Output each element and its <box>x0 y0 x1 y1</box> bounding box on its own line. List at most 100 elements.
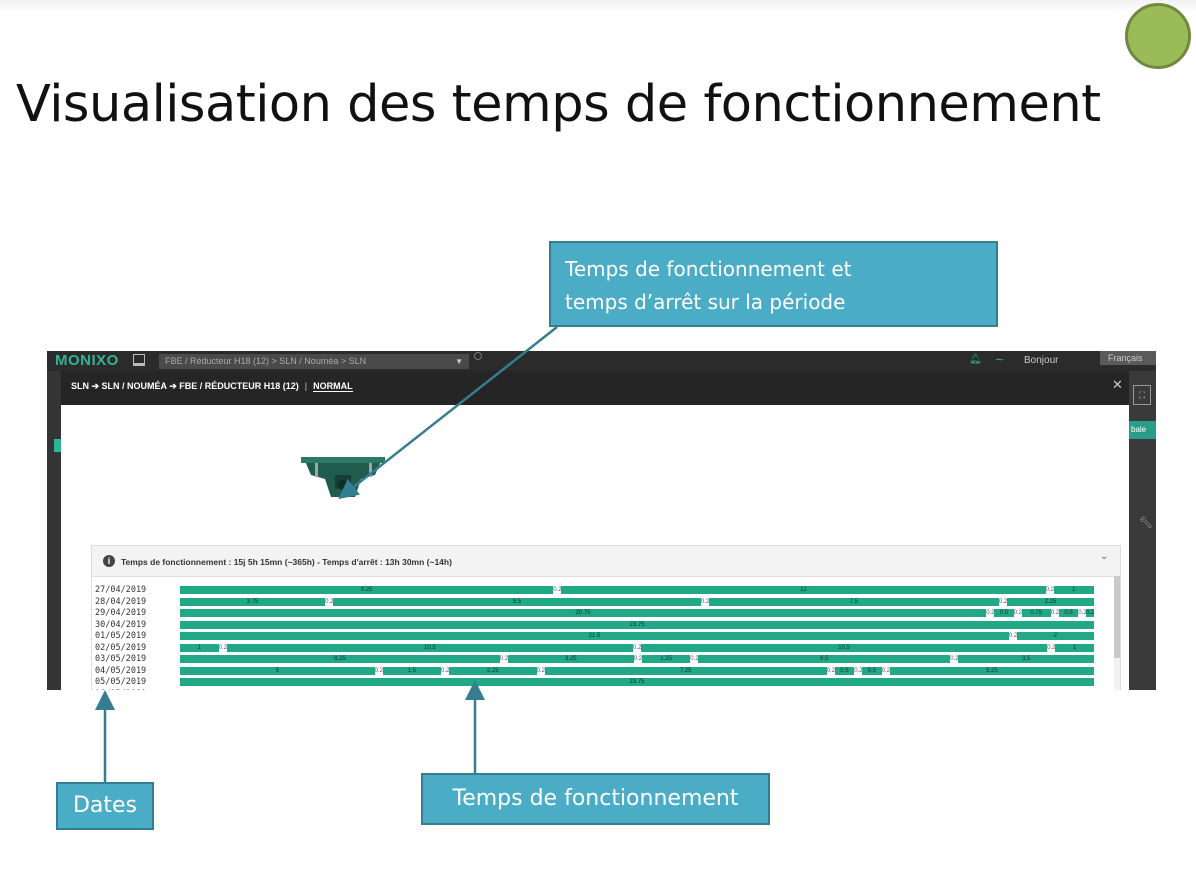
stop-segment[interactable]: 0.2 <box>499 655 508 663</box>
running-segment[interactable]: 9.25 <box>180 586 554 594</box>
slide-top-band <box>0 0 1196 14</box>
callout-operating-time: Temps de fonctionnement <box>421 773 770 825</box>
timeline-track: 0.750.25.50.20.50.26.250.25.750.20.50.23 <box>180 689 1094 690</box>
running-segment[interactable]: 0.5 <box>994 609 1014 617</box>
running-segment[interactable]: 10.5 <box>226 643 633 652</box>
running-segment[interactable]: 5 <box>180 666 375 675</box>
app-top-bar: MONIXO FBE / Réducteur H18 (12) > SLN / … <box>47 351 1156 371</box>
stop-segment[interactable]: 0.2 <box>1050 609 1059 617</box>
running-segment[interactable]: 9.5 <box>333 597 701 606</box>
stop-segment[interactable]: 0.2 <box>431 689 440 690</box>
stop-segment[interactable]: 0.2 <box>325 597 334 606</box>
sidebar-tab[interactable] <box>54 439 61 452</box>
stop-segment[interactable]: 0.2 <box>969 689 978 690</box>
greeting[interactable]: Bonjour <box>1024 355 1059 366</box>
stop-segment[interactable]: 0.2 <box>998 597 1007 606</box>
running-segment[interactable]: 0.5 <box>949 689 970 690</box>
status-badge[interactable]: NORMAL <box>313 381 353 392</box>
running-segment[interactable]: 12 <box>561 586 1046 594</box>
fullscreen-icon[interactable]: ⛶ <box>1133 385 1151 405</box>
stop-segment[interactable]: 0.2 <box>1078 609 1087 617</box>
running-segment[interactable]: 0.2 <box>1086 609 1094 617</box>
running-segment[interactable]: 7.5 <box>708 597 999 606</box>
running-segment[interactable]: 5.25 <box>889 666 1094 675</box>
stop-segment[interactable]: 0.2 <box>941 689 950 690</box>
stop-segment[interactable]: 0.2 <box>633 655 642 663</box>
stop-segment[interactable]: 0.2 <box>374 666 383 675</box>
running-segment[interactable]: 0.5 <box>439 689 459 690</box>
stop-segment[interactable]: 0.2 <box>950 655 959 663</box>
running-segment[interactable]: 0.5 <box>1058 609 1079 617</box>
language-select[interactable]: Français <box>1100 351 1156 365</box>
running-segment[interactable]: 10.5 <box>641 643 1048 652</box>
stop-segment[interactable]: 0.2 <box>854 666 863 675</box>
caret-down-icon: ▼ <box>455 357 463 366</box>
running-segment[interactable]: 3.75 <box>180 597 326 606</box>
stop-segment[interactable]: 0.2 <box>826 666 835 675</box>
running-segment[interactable]: 3.25 <box>507 655 634 663</box>
operating-time-panel: i Temps de fonctionnement : 15j 5h 15mn … <box>91 545 1121 690</box>
running-segment[interactable]: 7.25 <box>544 666 827 675</box>
stop-segment[interactable]: 0.2 <box>700 597 709 606</box>
chevron-down-icon[interactable]: ⌄ <box>1100 551 1109 562</box>
running-segment[interactable]: 0.75 <box>180 689 210 690</box>
bell-icon[interactable]: 🔔︎ <box>969 354 982 365</box>
running-segment[interactable]: 21.5 <box>180 632 1009 640</box>
stop-segment[interactable]: 0.2 <box>710 689 718 690</box>
running-segment[interactable]: 6.25 <box>466 689 710 690</box>
running-segment[interactable]: 1 <box>1053 586 1094 594</box>
stop-segment[interactable]: 0.2 <box>209 689 218 690</box>
running-segment[interactable]: 3.5 <box>958 655 1094 663</box>
app-logo[interactable]: MONIXO <box>55 352 119 369</box>
running-segment[interactable]: 1.25 <box>641 655 691 663</box>
running-segment[interactable]: 5.75 <box>718 689 942 690</box>
stop-segment[interactable]: 0.2 <box>1047 643 1056 652</box>
running-segment[interactable]: 2.25 <box>449 666 537 675</box>
running-segment[interactable]: 1 <box>180 643 219 652</box>
running-segment[interactable]: 2.25 <box>1006 597 1094 606</box>
running-segment[interactable]: 3 <box>977 689 1094 690</box>
stop-segment[interactable]: 0.2 <box>536 666 545 675</box>
panel-title: Temps de fonctionnement : 15j 5h 15mn (~… <box>121 557 452 567</box>
running-segment[interactable]: 23.75 <box>180 620 1094 629</box>
decorative-circle <box>1125 3 1191 69</box>
close-icon[interactable]: ✕ <box>1112 377 1123 392</box>
running-segment[interactable]: 2 <box>1016 632 1094 640</box>
stop-segment[interactable]: 0.2 <box>553 586 562 594</box>
stop-segment[interactable]: 0.2 <box>1008 632 1017 640</box>
asset-selector[interactable]: FBE / Réducteur H18 (12) > SLN / Nouméa … <box>159 354 469 369</box>
running-segment[interactable]: 0.5 <box>834 666 855 675</box>
running-segment[interactable]: 5.5 <box>217 689 432 690</box>
stop-segment[interactable]: 0.2 <box>458 689 467 690</box>
stop-segment[interactable]: 0.2 <box>881 666 890 675</box>
panel-header[interactable]: i Temps de fonctionnement : 15j 5h 15mn … <box>92 546 1120 577</box>
running-segment[interactable]: 20.75 <box>180 609 987 617</box>
running-segment[interactable]: 6.5 <box>698 655 951 663</box>
search-icon[interactable] <box>474 352 482 360</box>
stop-segment[interactable]: 0.2 <box>1045 586 1054 594</box>
stop-segment[interactable]: 0.2 <box>633 643 641 652</box>
running-segment[interactable]: 0.75 <box>1021 609 1051 617</box>
running-segment[interactable]: 1 <box>1055 643 1094 652</box>
stop-segment[interactable]: 0.2 <box>441 666 449 675</box>
trend-icon[interactable]: ∼ <box>995 354 1005 366</box>
side-tab[interactable]: bale <box>1129 421 1156 439</box>
running-segment[interactable]: 23.75 <box>180 678 1094 686</box>
modal-header: SLN ➔ SLN / NOUMÉA ➔ FBE / RÉDUCTEUR H18… <box>61 371 1129 405</box>
stop-segment[interactable]: 0.2 <box>1013 609 1022 617</box>
stop-segment[interactable]: 0.2 <box>218 643 227 652</box>
stop-segment[interactable]: 0.2 <box>690 655 699 663</box>
row-date: 03/05/2019 <box>95 654 147 664</box>
callout-dates: Dates <box>56 782 154 830</box>
row-date: 28/04/2019 <box>95 596 147 607</box>
running-segment[interactable]: 0.5 <box>862 666 882 675</box>
monitor-icon[interactable] <box>133 354 145 366</box>
running-segment[interactable]: 1.5 <box>382 666 441 675</box>
stop-segment[interactable]: 0.2 <box>986 609 995 617</box>
running-segment[interactable]: 8.25 <box>180 655 500 663</box>
scrollbar-thumb[interactable] <box>1114 576 1120 658</box>
wrench-icon[interactable]: 🔧︎ <box>1139 517 1153 529</box>
